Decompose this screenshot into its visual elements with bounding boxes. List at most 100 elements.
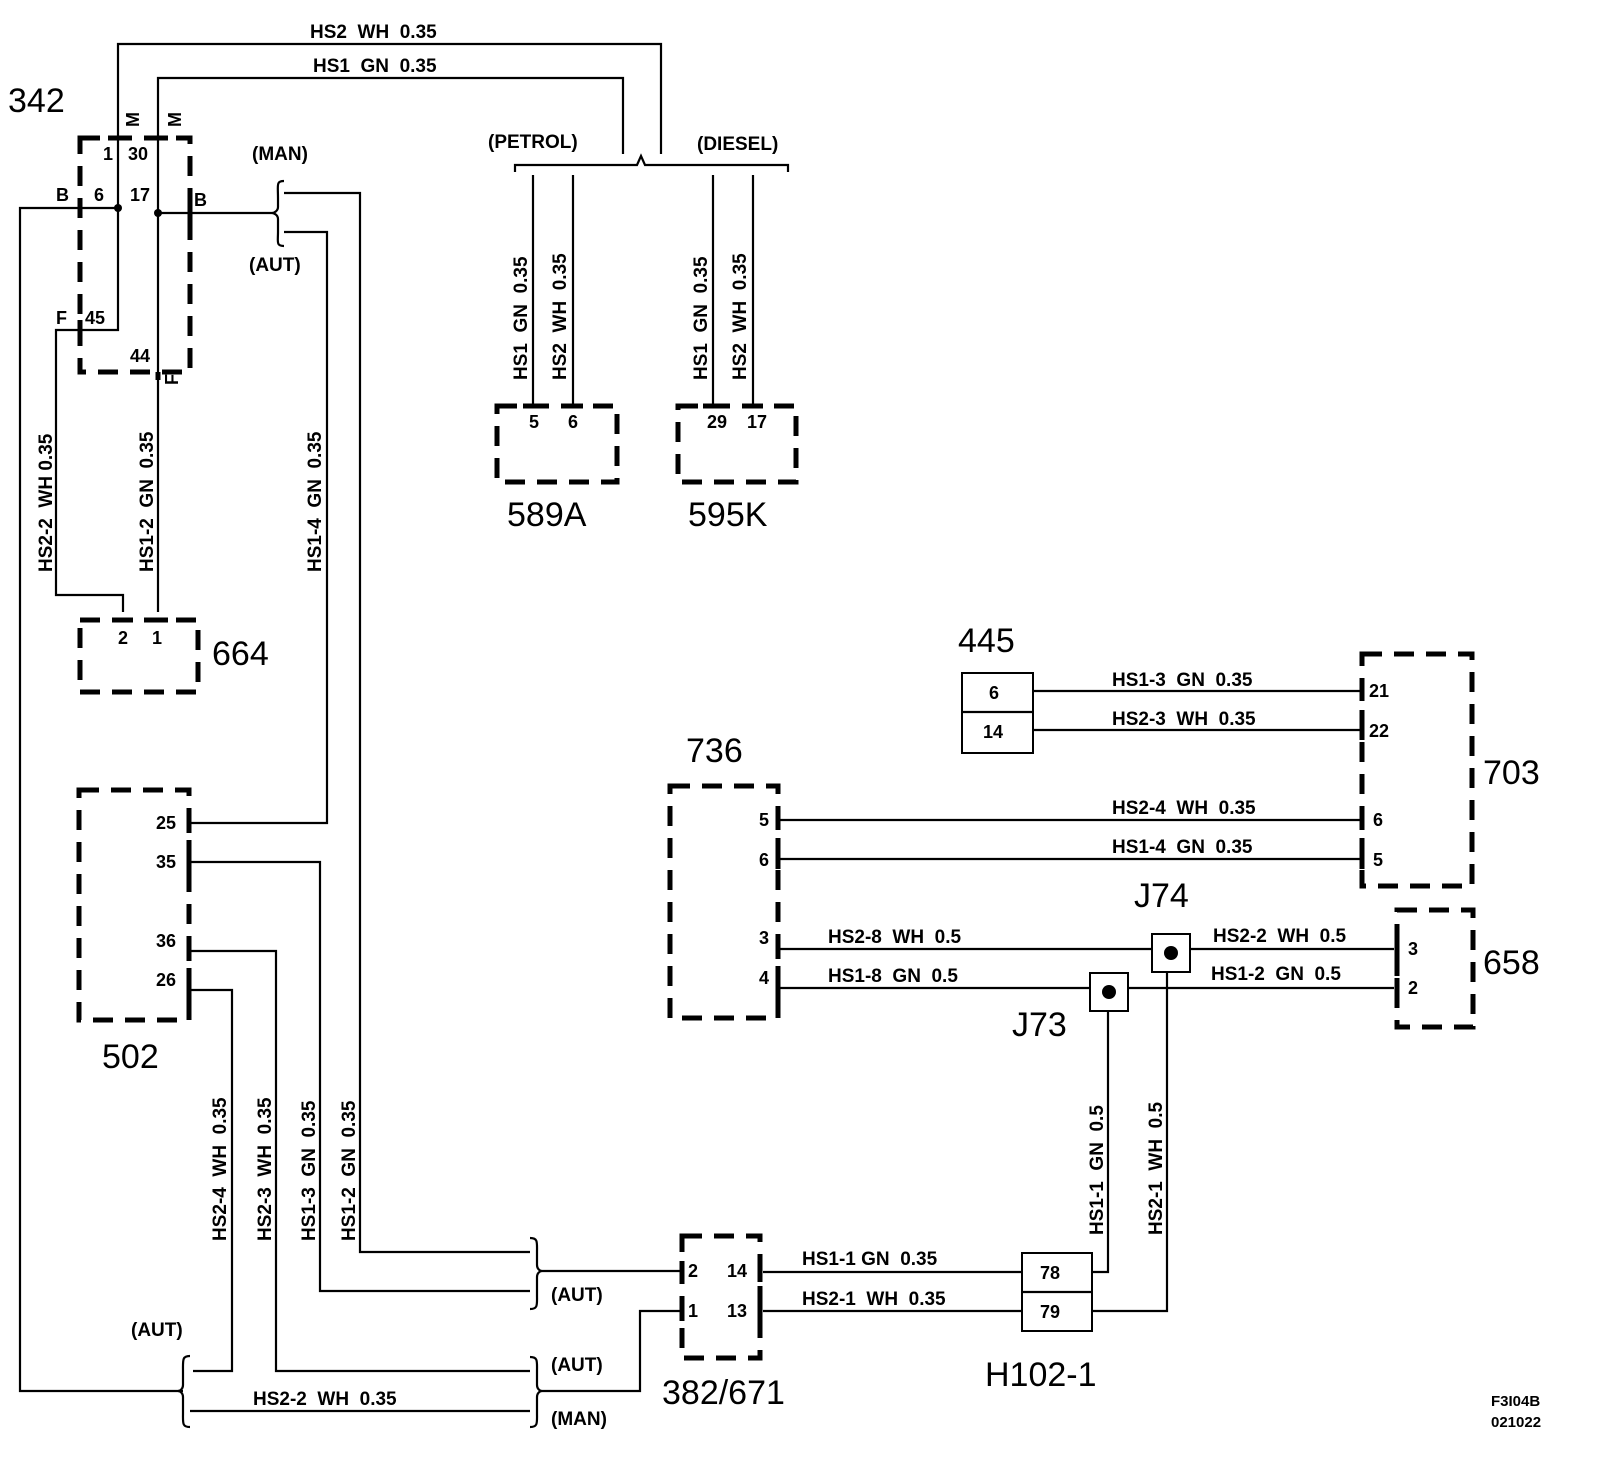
- variant-labels: (PETROL) (DIESEL) (MAN) (AUT) (AUT) (AUT…: [131, 132, 778, 1430]
- label-589A: 589A: [507, 496, 587, 534]
- label-man-382: (MAN): [551, 1409, 607, 1430]
- pin-658-3: 3: [1408, 939, 1418, 959]
- wire-label-hs2-8: HS2-8 WH 0.5: [828, 927, 961, 948]
- label-J73: J73: [1012, 1006, 1067, 1044]
- pin-H102-78: 78: [1040, 1263, 1060, 1283]
- bracket-aut-man-382-lower: [529, 1355, 543, 1429]
- wire-hs1-top: [156, 76, 625, 213]
- pin-labels: 1 30 6 17 45 44 B B F F M M 5 6 29 17 2 …: [56, 112, 1418, 1322]
- label-J74: J74: [1134, 877, 1189, 915]
- label-aut-left: (AUT): [131, 1320, 183, 1341]
- pin-736-5: 5: [759, 810, 769, 830]
- pin-445-14: 14: [983, 722, 1003, 742]
- wire-label-hs2-2-bottom: HS2-2 WH 0.35: [253, 1389, 397, 1410]
- box-595K: [675, 403, 799, 485]
- wire-hs2-4-502: [190, 988, 234, 1373]
- pin-342-6: 6: [94, 185, 104, 205]
- pin-502-26: 26: [156, 970, 176, 990]
- wire-hs2-2-664: [54, 328, 125, 612]
- box-703: [1359, 651, 1475, 889]
- pin-589A-5: 5: [529, 412, 539, 432]
- label-H102-1: H102-1: [985, 1356, 1097, 1394]
- box-502: [76, 787, 192, 1023]
- pin-664-1: 1: [152, 628, 162, 648]
- wire-hs2-1-j74: [1083, 949, 1169, 1313]
- pin-342-M-right: M: [165, 112, 185, 127]
- wire-hs2-top: [116, 42, 663, 208]
- label-502: 502: [102, 1038, 159, 1076]
- label-diesel: (DIESEL): [697, 134, 778, 155]
- junction-J73-dot: [1102, 985, 1116, 999]
- pin-703-6: 6: [1373, 810, 1383, 830]
- label-703: 703: [1483, 754, 1540, 792]
- wire-labels: HS2 WH 0.35 HS1 GN 0.35 HS1 GN 0.35 HS2 …: [36, 22, 1346, 1410]
- box-342: [77, 135, 193, 375]
- pin-736-6: 6: [759, 850, 769, 870]
- pin-703-21: 21: [1369, 681, 1389, 701]
- label-664: 664: [212, 635, 269, 673]
- wire-label-hs1-2-left: HS1-2 GN 0.35: [137, 431, 158, 572]
- label-382-671: 382/671: [662, 1374, 785, 1412]
- wire-label-hs1-2-658: HS1-2 GN 0.5: [1211, 964, 1341, 985]
- pin-736-3: 3: [759, 928, 769, 948]
- label-595K: 595K: [688, 496, 768, 534]
- box-589A: [494, 403, 620, 485]
- wire-342-pin45: [80, 208, 120, 332]
- wire-label-hs2-4-736: HS2-4 WH 0.35: [1112, 798, 1256, 819]
- pin-589A-6: 6: [568, 412, 578, 432]
- pin-342-B-right: B: [194, 190, 207, 210]
- wires: [18, 42, 1394, 1429]
- wire-label-hs2-4-vert: HS2-4 WH 0.35: [210, 1097, 231, 1241]
- wire-hs1-3-502: [190, 860, 530, 1293]
- pin-382-1: 1: [688, 1301, 698, 1321]
- pin-502-36: 36: [156, 931, 176, 951]
- reference-code: F3I04B: [1491, 1393, 1540, 1410]
- wire-label-hs2-2-658: HS2-2 WH 0.5: [1213, 926, 1346, 947]
- wire-label-hs1-8: HS1-8 GN 0.5: [828, 966, 958, 987]
- label-445: 445: [958, 622, 1015, 660]
- pin-595K-17: 17: [747, 412, 767, 432]
- pin-342-30: 30: [128, 144, 148, 164]
- label-342: 342: [8, 82, 65, 120]
- label-aut-top: (AUT): [249, 255, 301, 276]
- pin-703-5: 5: [1373, 850, 1383, 870]
- pin-342-45: 45: [85, 308, 105, 328]
- wire-label-hs2-2-left: HS2-2 WH 0.35: [36, 433, 57, 572]
- pin-595K-29: 29: [707, 412, 727, 432]
- wire-label-top-hs2: HS2 WH 0.35: [310, 22, 437, 43]
- node-342-pin17: [154, 209, 162, 217]
- wire-label-hs2-3-445: HS2-3 WH 0.35: [1112, 709, 1256, 730]
- pin-342-17: 17: [130, 185, 150, 205]
- pin-382-13: 13: [727, 1301, 747, 1321]
- label-aut-382-upper: (AUT): [551, 1285, 603, 1306]
- pin-664-2: 2: [118, 628, 128, 648]
- box-382-671: [679, 1233, 763, 1361]
- pin-342-44: 44: [130, 346, 150, 366]
- pin-502-35: 35: [156, 852, 176, 872]
- wire-label-hs1-1-vert: HS1-1 GN 0.5: [1087, 1105, 1108, 1235]
- bracket-aut-382-upper: [529, 1236, 543, 1311]
- wire-label-diesel-hs1: HS1 GN 0.35: [691, 256, 712, 380]
- wire-label-diesel-hs2: HS2 WH 0.35: [730, 253, 751, 380]
- box-664: [77, 617, 201, 695]
- box-658: [1394, 907, 1476, 1030]
- wire-label-hs1-1-h102: HS1-1 GN 0.35: [802, 1249, 938, 1270]
- pin-342-F-left: F: [56, 308, 67, 328]
- wire-hs1-4-aut: [190, 230, 329, 825]
- wire-label-hs2-1-vert: HS2-1 WH 0.5: [1146, 1102, 1167, 1235]
- wire-splitter-bracket: [513, 153, 790, 172]
- component-labels: 342 589A 595K 664 445 736 703 502 658 38…: [8, 82, 1540, 1412]
- label-petrol: (PETROL): [488, 132, 578, 153]
- pin-382-14: 14: [727, 1261, 747, 1281]
- wire-label-hs2-1-h102: HS2-1 WH 0.35: [802, 1289, 946, 1310]
- label-man-top: (MAN): [252, 144, 308, 165]
- wire-label-hs1-2-vert: HS1-2 GN 0.35: [339, 1100, 360, 1241]
- label-658: 658: [1483, 944, 1540, 982]
- pin-382-2: 2: [688, 1261, 698, 1281]
- bracket-man-aut-top: [271, 179, 285, 248]
- pin-502-25: 25: [156, 813, 176, 833]
- wire-man-path: [284, 191, 530, 1254]
- component-boxes: [76, 135, 1476, 1361]
- wire-into-382-pin1: [542, 1309, 682, 1393]
